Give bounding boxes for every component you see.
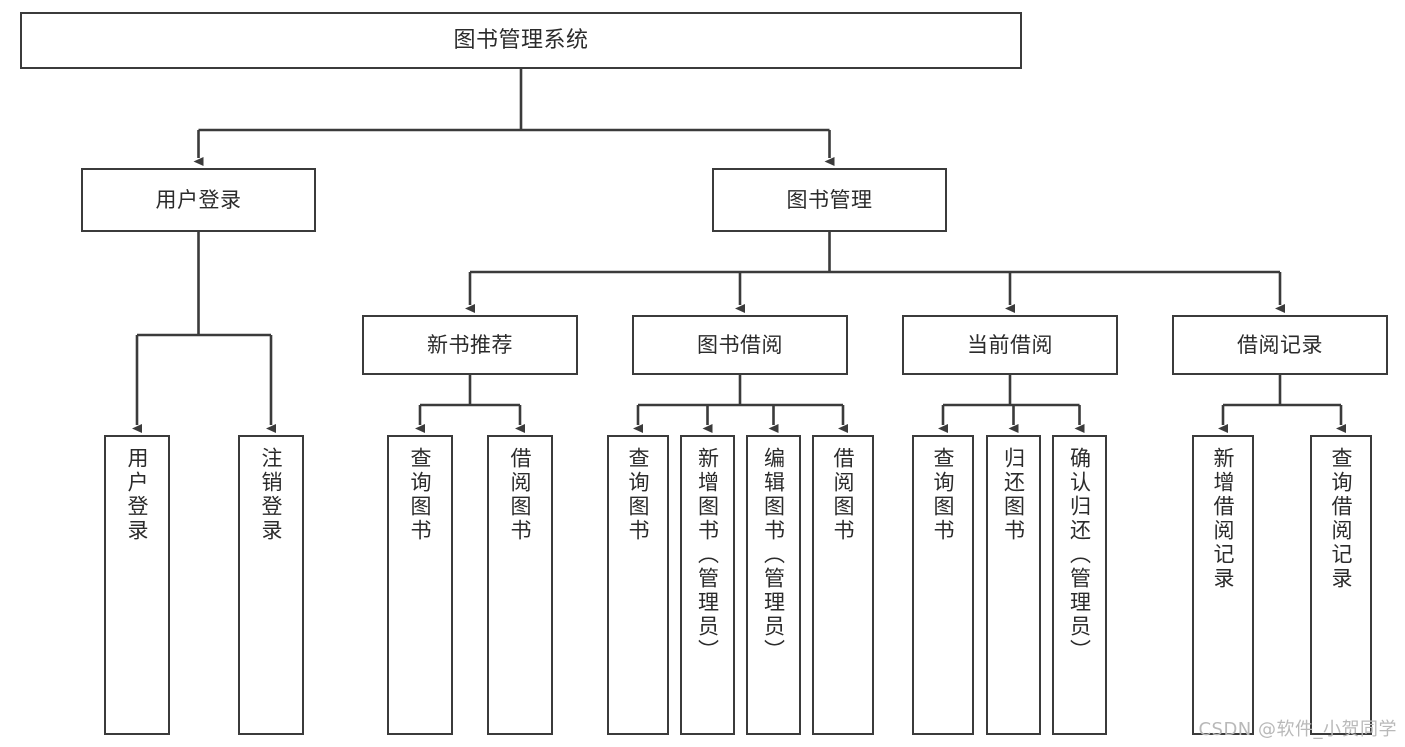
leaf-query-book-recommend[interactable]: 查询图书 — [387, 435, 453, 735]
node-book-borrow[interactable]: 图书借阅 — [632, 315, 848, 375]
node-book-management-label: 图书管理 — [786, 187, 873, 212]
leaf-confirm-return-admin[interactable]: 确认归还（管理员） — [1052, 435, 1107, 735]
leaf-return-book-label: 归还图书 — [1001, 447, 1026, 543]
leaf-add-book-admin[interactable]: 新增图书（管理员） — [680, 435, 735, 735]
leaf-user-login[interactable]: 用户登录 — [104, 435, 170, 735]
leaf-return-book[interactable]: 归还图书 — [986, 435, 1041, 735]
leaf-query-book[interactable]: 查询图书 — [607, 435, 669, 735]
leaf-borrow-book-recommend[interactable]: 借阅图书 — [487, 435, 553, 735]
node-user-login-label: 用户登录 — [155, 187, 242, 212]
node-new-book-recommend-label: 新书推荐 — [427, 332, 513, 357]
leaf-add-book-admin-label: 新增图书（管理员） — [695, 447, 720, 663]
leaf-borrow-book[interactable]: 借阅图书 — [812, 435, 874, 735]
leaf-add-borrow-record[interactable]: 新增借阅记录 — [1192, 435, 1254, 735]
node-root-label: 图书管理系统 — [453, 27, 589, 53]
node-borrow-record[interactable]: 借阅记录 — [1172, 315, 1388, 375]
leaf-borrow-book-recommend-label: 借阅图书 — [508, 447, 533, 543]
leaf-edit-book-admin[interactable]: 编辑图书（管理员） — [746, 435, 801, 735]
leaf-borrow-book-label: 借阅图书 — [831, 447, 856, 543]
leaf-user-login-label: 用户登录 — [125, 447, 150, 543]
leaf-query-book-current-label: 查询图书 — [931, 447, 956, 543]
leaf-query-book-label: 查询图书 — [626, 447, 651, 543]
node-user-login[interactable]: 用户登录 — [81, 168, 316, 232]
node-new-book-recommend[interactable]: 新书推荐 — [362, 315, 578, 375]
leaf-logout-label: 注销登录 — [259, 447, 284, 543]
node-current-borrow[interactable]: 当前借阅 — [902, 315, 1118, 375]
watermark: CSDN @软件_小贺同学 — [1198, 719, 1397, 740]
node-book-borrow-label: 图书借阅 — [697, 332, 783, 357]
leaf-logout[interactable]: 注销登录 — [238, 435, 304, 735]
node-current-borrow-label: 当前借阅 — [967, 332, 1053, 357]
leaf-query-book-recommend-label: 查询图书 — [408, 447, 433, 543]
leaf-edit-book-admin-label: 编辑图书（管理员） — [761, 447, 786, 663]
leaf-query-book-current[interactable]: 查询图书 — [912, 435, 974, 735]
leaf-confirm-return-admin-label: 确认归还（管理员） — [1067, 447, 1092, 663]
leaf-add-borrow-record-label: 新增借阅记录 — [1211, 447, 1236, 591]
leaf-query-borrow-record-label: 查询借阅记录 — [1329, 447, 1354, 591]
node-book-management[interactable]: 图书管理 — [712, 168, 947, 232]
node-borrow-record-label: 借阅记录 — [1237, 332, 1323, 357]
node-root[interactable]: 图书管理系统 — [20, 12, 1022, 69]
leaf-query-borrow-record[interactable]: 查询借阅记录 — [1310, 435, 1372, 735]
